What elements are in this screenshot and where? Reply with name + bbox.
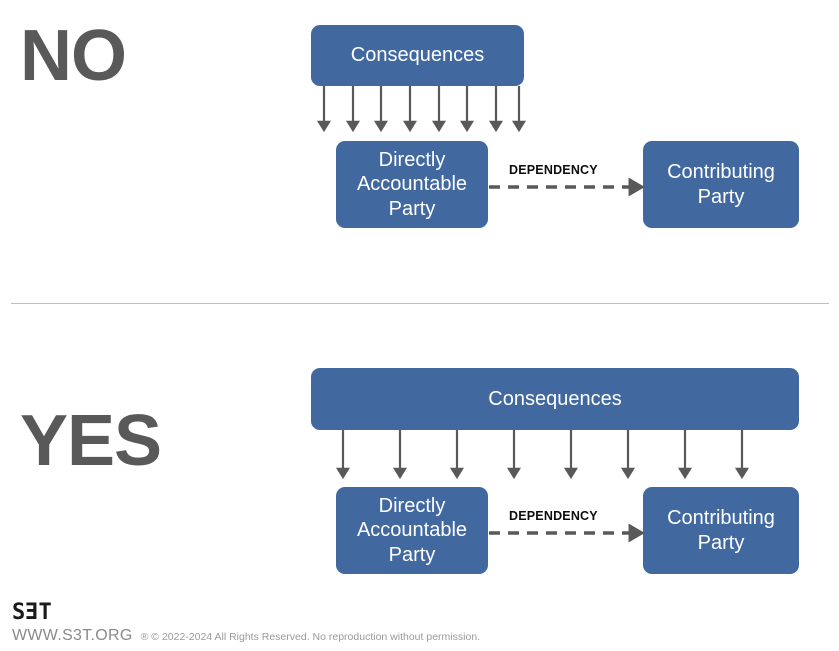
verdict-label-yes: YES — [20, 401, 162, 481]
dependency-edge-label-top: DEPENDENCY — [509, 163, 598, 177]
footer: SET WWW.S3T.ORG ® © 2022-2024 All Rights… — [12, 600, 481, 645]
site-url: WWW.S3T.ORG — [12, 627, 133, 644]
logo-letter-s: S — [12, 600, 26, 625]
node-consequences-top: Consequences — [311, 25, 524, 86]
logo-letter-3-flipped: E — [25, 600, 39, 625]
dependency-edge-label-bottom: DEPENDENCY — [509, 509, 598, 523]
verdict-label-no: NO — [20, 16, 127, 96]
node-directly-accountable-party-bottom: Directly Accountable Party — [336, 487, 488, 574]
section-divider — [11, 303, 829, 304]
node-directly-accountable-party-top: Directly Accountable Party — [336, 141, 488, 228]
logo-letter-t: T — [38, 600, 52, 625]
node-contributing-party-top: Contributing Party — [643, 141, 799, 228]
consequence-arrows-top — [316, 86, 527, 133]
node-consequences-bottom: Consequences — [311, 368, 799, 430]
node-contributing-party-bottom: Contributing Party — [643, 487, 799, 574]
copyright-notice: ® © 2022-2024 All Rights Reserved. No re… — [140, 631, 481, 643]
s3t-logo: SET — [12, 600, 480, 625]
consequence-arrows-bottom — [335, 430, 750, 480]
